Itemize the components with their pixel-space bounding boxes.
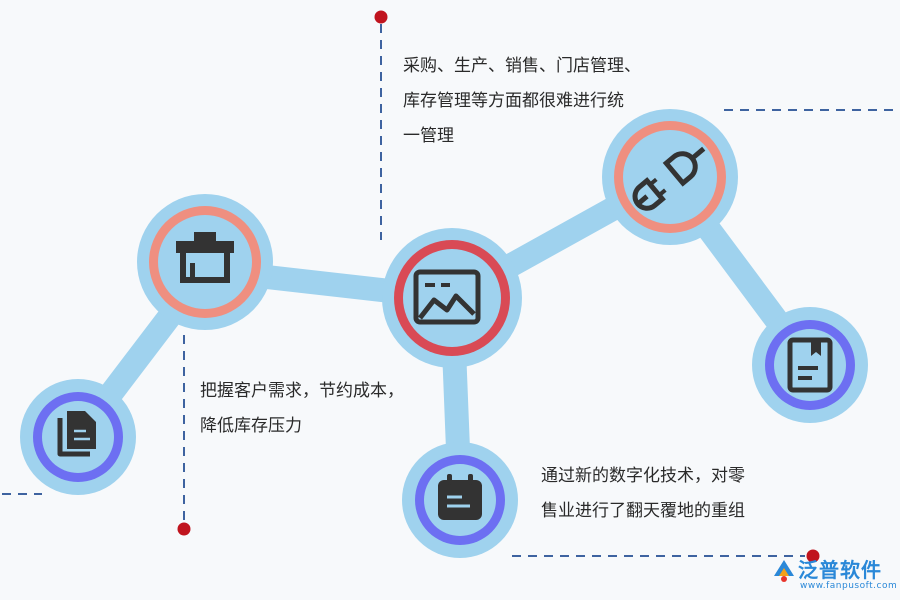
documents-icon (57, 411, 96, 457)
caption-top: 采购、生产、销售、门店管理、 库存管理等方面都很难进行统 一管理 (403, 49, 641, 154)
node-plug (602, 109, 738, 245)
plug-icon (632, 146, 706, 211)
logo-url: www.fanpusoft.com (800, 581, 898, 591)
caption-top-line-3: 一管理 (403, 126, 454, 146)
shop-icon (176, 232, 234, 283)
image-chart-icon (413, 269, 481, 325)
caption-right: 通过新的数字化技术，对零 售业进行了翻天覆地的重组 (541, 459, 745, 529)
caption-right-line-1: 通过新的数字化技术，对零 (541, 466, 745, 486)
node-book (752, 307, 868, 423)
book-icon (787, 337, 833, 393)
calendar-icon (438, 474, 482, 520)
node-documents (20, 379, 136, 495)
node-chart-card (382, 228, 522, 368)
marker-left (177, 522, 191, 536)
node-shop (137, 194, 273, 330)
logo-mark-icon (774, 560, 794, 582)
marker-right (806, 549, 820, 563)
brand-logo: 泛普软件 www.fanpusoft.com (770, 552, 898, 598)
caption-top-line-2: 库存管理等方面都很难进行统 (403, 91, 624, 111)
node-calendar (402, 442, 518, 558)
caption-left-line-2: 降低库存压力 (200, 416, 302, 436)
caption-top-line-1: 采购、生产、销售、门店管理、 (403, 56, 641, 76)
logo-text: 泛普软件 (798, 558, 882, 582)
marker-top (374, 10, 388, 24)
caption-right-line-2: 售业进行了翻天覆地的重组 (541, 501, 745, 521)
caption-left: 把握客户需求，节约成本， 降低库存压力 (200, 374, 404, 444)
markers (177, 10, 820, 563)
dashed-guides (2, 24, 898, 557)
caption-left-line-1: 把握客户需求，节约成本， (200, 381, 404, 401)
